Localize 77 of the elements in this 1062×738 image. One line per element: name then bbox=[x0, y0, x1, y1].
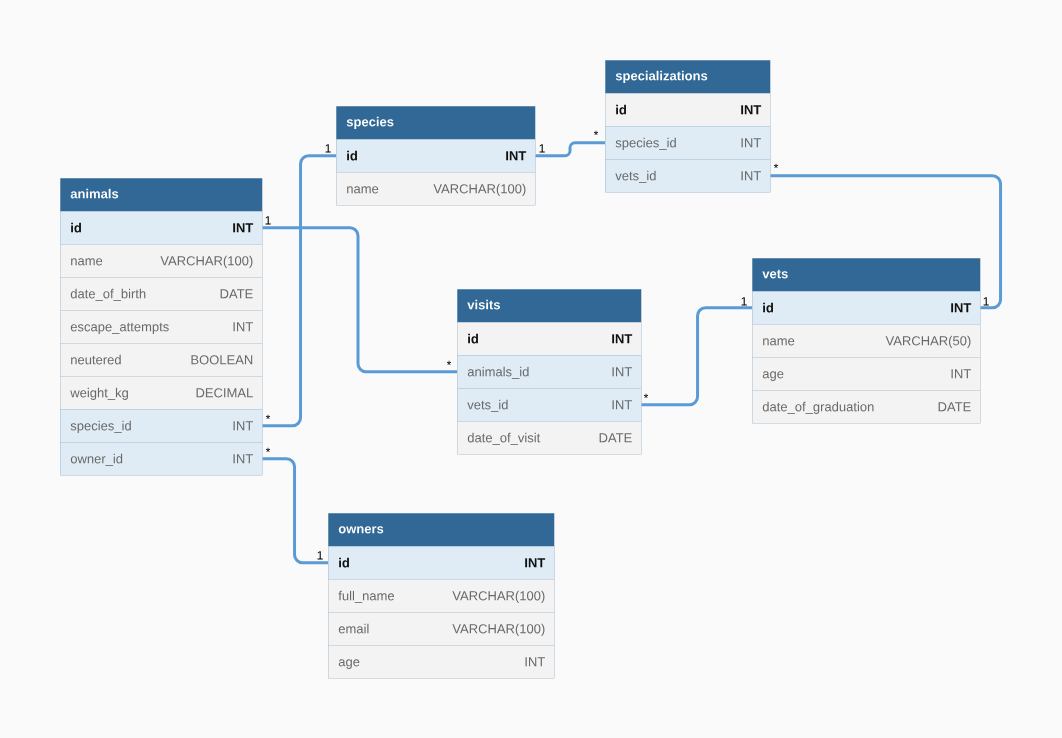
relationship-line bbox=[262, 457, 328, 565]
table-row: animals_id INT bbox=[457, 355, 642, 389]
table-row: species_id INT bbox=[60, 409, 263, 443]
table-row: full_name VARCHAR(100) bbox=[328, 579, 555, 613]
table-row: name VARCHAR(50) bbox=[752, 324, 981, 358]
node-label: date_of_graduation bbox=[762, 401, 874, 414]
node-label: full_name bbox=[338, 590, 395, 603]
relationship-line bbox=[262, 154, 336, 428]
node-label: DECIMAL bbox=[196, 388, 253, 398]
cardinality-label: 1 bbox=[265, 216, 271, 225]
node-label: DATE bbox=[938, 402, 971, 412]
node-label: species_id bbox=[615, 137, 676, 150]
node-label: INT bbox=[951, 369, 971, 379]
node-label: INT bbox=[612, 367, 632, 377]
cardinality-label: * bbox=[446, 360, 452, 365]
node-label: date_of_birth bbox=[70, 288, 146, 301]
cardinality-label: 1 bbox=[317, 551, 323, 560]
table-row: weight_kg DECIMAL bbox=[60, 376, 263, 410]
table-row: date_of_graduation DATE bbox=[752, 390, 981, 424]
cardinality-label: * bbox=[265, 447, 271, 452]
table-row: id INT bbox=[605, 93, 771, 127]
node-label: species_id bbox=[70, 420, 131, 433]
node-label: neutered bbox=[71, 354, 121, 365]
node-label: name bbox=[763, 338, 795, 346]
node-label: INT bbox=[612, 400, 632, 410]
node-label: owner_id bbox=[70, 453, 123, 466]
cardinality-label: 1 bbox=[325, 144, 331, 153]
table-row: neutered BOOLEAN bbox=[60, 343, 263, 377]
table-row: date_of_visit DATE bbox=[457, 421, 642, 455]
table-row: vets_id INT bbox=[605, 159, 771, 193]
node-label: VARCHAR(100) bbox=[160, 255, 253, 268]
node-label: VARCHAR(50) bbox=[885, 335, 971, 348]
relationship-line bbox=[262, 226, 457, 374]
table-row: species_id INT bbox=[605, 126, 771, 160]
node-label: INT bbox=[233, 322, 253, 332]
cardinality-label: * bbox=[773, 163, 779, 168]
node-label: INT bbox=[741, 138, 761, 148]
node-label: escape_attempts bbox=[70, 322, 169, 334]
table-row: name VARCHAR(100) bbox=[336, 172, 536, 206]
table-row: email VARCHAR(100) bbox=[328, 612, 555, 646]
node-label: age bbox=[762, 371, 784, 381]
table-row: escape_attempts INT bbox=[60, 310, 263, 344]
node-label: INT bbox=[233, 421, 253, 431]
node-label: INT bbox=[233, 454, 253, 464]
table-row: age INT bbox=[328, 645, 555, 679]
node-label: name bbox=[71, 258, 103, 266]
cardinality-label: 1 bbox=[741, 297, 747, 306]
node-label: BOOLEAN bbox=[191, 355, 253, 365]
cardinality-label: * bbox=[265, 414, 271, 419]
node-label: weight_kg bbox=[70, 387, 128, 400]
cardinality-label: 1 bbox=[539, 144, 545, 153]
node-label: VARCHAR(100) bbox=[452, 623, 545, 636]
table-row: id INT bbox=[328, 546, 555, 580]
node-label: DATE bbox=[220, 289, 253, 299]
node-label: INT bbox=[525, 657, 545, 667]
table-row: vets_id INT bbox=[457, 388, 642, 422]
cardinality-label: * bbox=[593, 130, 599, 135]
cardinality-label: 1 bbox=[983, 297, 989, 306]
relationship-line bbox=[641, 306, 752, 407]
node-label: age bbox=[338, 659, 360, 669]
table-row: age INT bbox=[752, 357, 981, 391]
node-label: VARCHAR(100) bbox=[452, 590, 545, 603]
node-label: INT bbox=[741, 171, 761, 181]
table-row: id INT bbox=[336, 139, 536, 173]
table-row: id INT bbox=[60, 211, 263, 245]
cardinality-label: * bbox=[643, 393, 649, 398]
node-label: vets_id bbox=[615, 170, 656, 183]
node-label: email bbox=[338, 623, 369, 634]
relationship-line bbox=[770, 174, 1003, 310]
table-row: name VARCHAR(100) bbox=[60, 244, 263, 278]
table-row: owner_id INT bbox=[60, 442, 263, 476]
table-row: id INT bbox=[457, 322, 642, 356]
node-label: vets_id bbox=[467, 399, 508, 412]
node-label: animals_id bbox=[467, 366, 529, 379]
table-row: date_of_birth DATE bbox=[60, 277, 263, 311]
table-row: id INT bbox=[752, 291, 981, 325]
relationship-line bbox=[535, 141, 605, 158]
